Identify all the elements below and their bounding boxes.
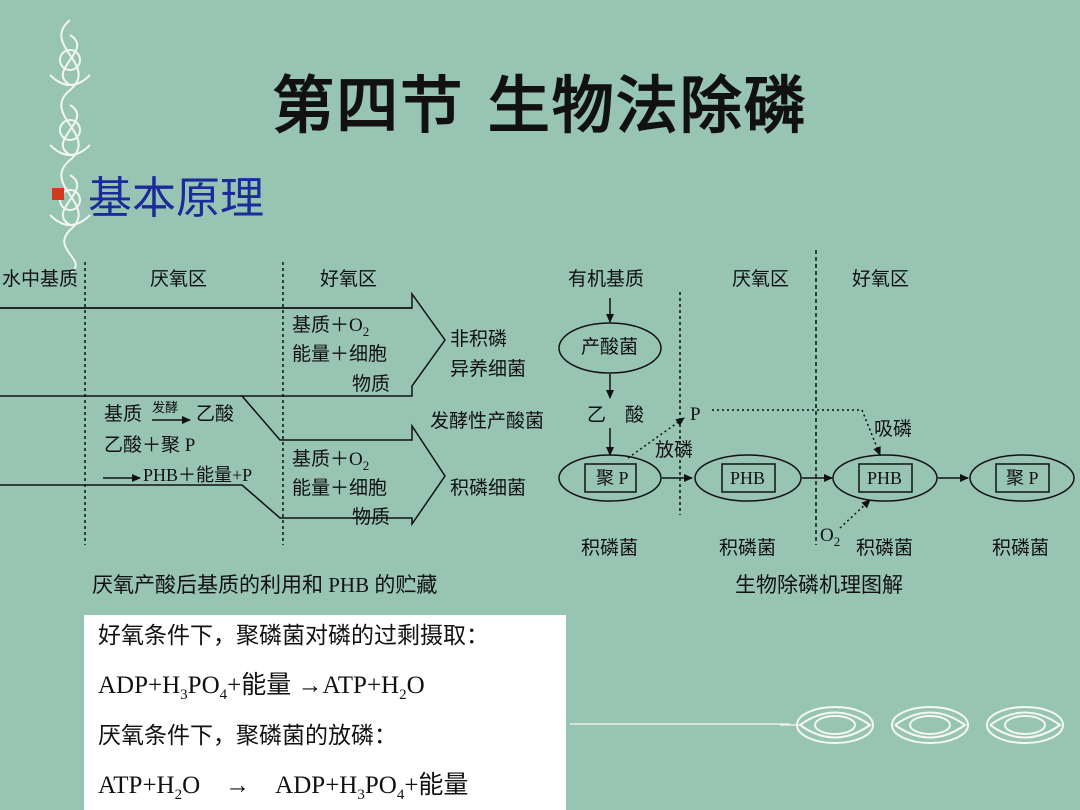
- left-col-aerobic: 好氧区: [320, 269, 378, 290]
- acetic-label: 乙酸: [196, 404, 235, 425]
- upper-substrate-o2: 基质＋O2: [292, 315, 370, 339]
- equation-line-4: ATP+H2O → ADP+H3PO4+能量: [98, 772, 469, 803]
- p-label: P: [690, 404, 701, 425]
- right-col-aerobic: 好氧区: [852, 269, 910, 290]
- equation-line-2: ADP+H3PO4+能量 →ATP+H2O: [98, 672, 425, 703]
- ornament-bottom: [780, 706, 1064, 744]
- acetic-poly-label: 乙酸＋聚 P: [104, 435, 196, 456]
- release-label: 放磷: [655, 440, 694, 461]
- equation-panel: 好氧条件下，聚磷菌对磷的过剩摄取： ADP+H3PO4+能量 →ATP+H2O …: [84, 615, 566, 810]
- left-caption: 厌氧产酸后基质的利用和 PHB 的贮藏: [92, 573, 438, 597]
- non-p-label: 非积磷: [450, 329, 508, 350]
- node-poly-p-1: 聚 P: [596, 468, 629, 488]
- lower-matter: 物质: [352, 507, 391, 528]
- ornament-left: [49, 19, 91, 274]
- pao-bottom-1: 积磷菌: [581, 538, 639, 559]
- divider-line: [570, 723, 790, 725]
- uptake-label: 吸磷: [874, 419, 913, 440]
- heterotroph-label: 异养细菌: [450, 359, 527, 380]
- o2-label: O2: [820, 525, 841, 549]
- pao-bottom-3: 积磷菌: [856, 538, 914, 559]
- ferment-bacteria-label: 发酵性产酸菌: [430, 411, 545, 432]
- right-col-source: 有机基质: [568, 269, 645, 290]
- bullet-icon: [52, 188, 64, 200]
- upper-matter: 物质: [352, 374, 391, 395]
- right-col-anaerobic: 厌氧区: [732, 269, 790, 290]
- acid-bacteria-label: 产酸菌: [581, 337, 639, 358]
- lower-energy: 能量＋细胞: [292, 478, 388, 499]
- node-phb-2: PHB: [867, 468, 903, 488]
- pao-bottom-2: 积磷菌: [719, 538, 777, 559]
- right-acetic-label: 乙 酸: [587, 405, 645, 426]
- pao-bottom-4: 积磷菌: [992, 538, 1050, 559]
- subtitle: 基本原理: [88, 173, 264, 224]
- node-phb-1: PHB: [730, 468, 766, 488]
- right-caption: 生物除磷机理图解: [735, 573, 903, 597]
- subtitle-row: 基本原理: [52, 162, 264, 226]
- substrate-label: 基质: [104, 404, 143, 425]
- page-title: 第四节 生物法除磷: [272, 69, 808, 142]
- ferment-label: 发酵: [152, 400, 179, 415]
- equation-line-1: 好氧条件下，聚磷菌对磷的过剩摄取：: [98, 623, 489, 649]
- phb-energy-label: PHB＋能量+P: [143, 465, 253, 485]
- upper-energy: 能量＋细胞: [292, 344, 388, 365]
- left-col-source: 水中基质: [2, 269, 79, 290]
- left-col-anaerobic: 厌氧区: [150, 269, 208, 290]
- equation-line-3: 厌氧条件下，聚磷菌的放磷：: [98, 723, 397, 749]
- lower-substrate-o2: 基质＋O2: [292, 449, 370, 473]
- pao-label: 积磷细菌: [450, 478, 527, 499]
- node-poly-p-2: 聚 P: [1006, 468, 1039, 488]
